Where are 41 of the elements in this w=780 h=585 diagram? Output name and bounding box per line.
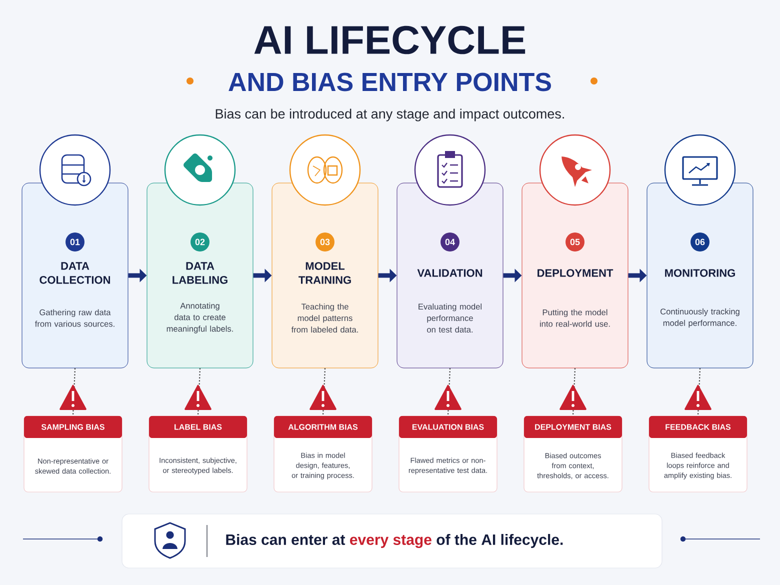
- bias-card: [398, 416, 498, 492]
- bias-card: [524, 416, 622, 492]
- subtitle: AND BIAS ENTRY POINTS: [228, 72, 551, 92]
- banner-text: Bias can enter at every stage of the AI lifecycle.: [226, 534, 563, 548]
- banner-box: [122, 514, 662, 568]
- bias-header: LABEL BIAS: [149, 416, 247, 438]
- stage-title: MODEL TRAINING: [298, 262, 351, 284]
- bias-header: EVALUATION BIAS: [399, 416, 497, 438]
- tagline: Bias can be introduced at any stage and impact outcomes.: [216, 108, 564, 122]
- stage-description: Annotating data to create meaningful labels.: [166, 302, 233, 334]
- stage-title: VALIDATION: [417, 269, 482, 277]
- stage-title: MONITORING: [665, 269, 735, 277]
- number-badge: 01: [66, 232, 84, 252]
- stage-description: Continuously tracking model performance.: [660, 308, 740, 328]
- stage-description: Teaching the model patterns from labeled data.: [291, 303, 358, 333]
- stage-title: DEPLOYMENT: [538, 269, 614, 277]
- bias-header: FEEDBACK BIAS: [649, 416, 747, 438]
- bias-card: [24, 416, 122, 492]
- bias-card: [274, 416, 372, 492]
- title: AI LIFECYCLE: [254, 26, 526, 54]
- stage-card: [146, 182, 254, 368]
- bias-header: ALGORITHM BIAS: [274, 416, 372, 438]
- stage-description: Gathering raw data from various sources.: [34, 309, 114, 327]
- stage-card: [22, 182, 128, 368]
- bias-header: DEPLOYMENT BIAS: [524, 416, 622, 438]
- bias-card: [648, 416, 748, 492]
- stage-description: Evaluating model performance on test data.: [418, 303, 482, 333]
- number-badge: 05: [566, 232, 584, 252]
- number-badge: 04: [440, 232, 460, 252]
- stage-title: DATA COLLECTION: [40, 262, 110, 284]
- bias-header: SAMPLING BIAS: [24, 416, 122, 438]
- number-badge: 03: [316, 232, 334, 252]
- stage-description: Putting the model into real-world use.: [540, 309, 610, 327]
- bias-card: [148, 416, 248, 492]
- stage-title: DATA LABELING: [172, 262, 228, 284]
- stage-card: [272, 182, 378, 368]
- stage-card: [396, 182, 504, 368]
- stage-card: [522, 182, 628, 368]
- number-badge: 06: [690, 232, 710, 252]
- stage-card: [646, 182, 754, 368]
- number-badge: 02: [190, 232, 210, 252]
